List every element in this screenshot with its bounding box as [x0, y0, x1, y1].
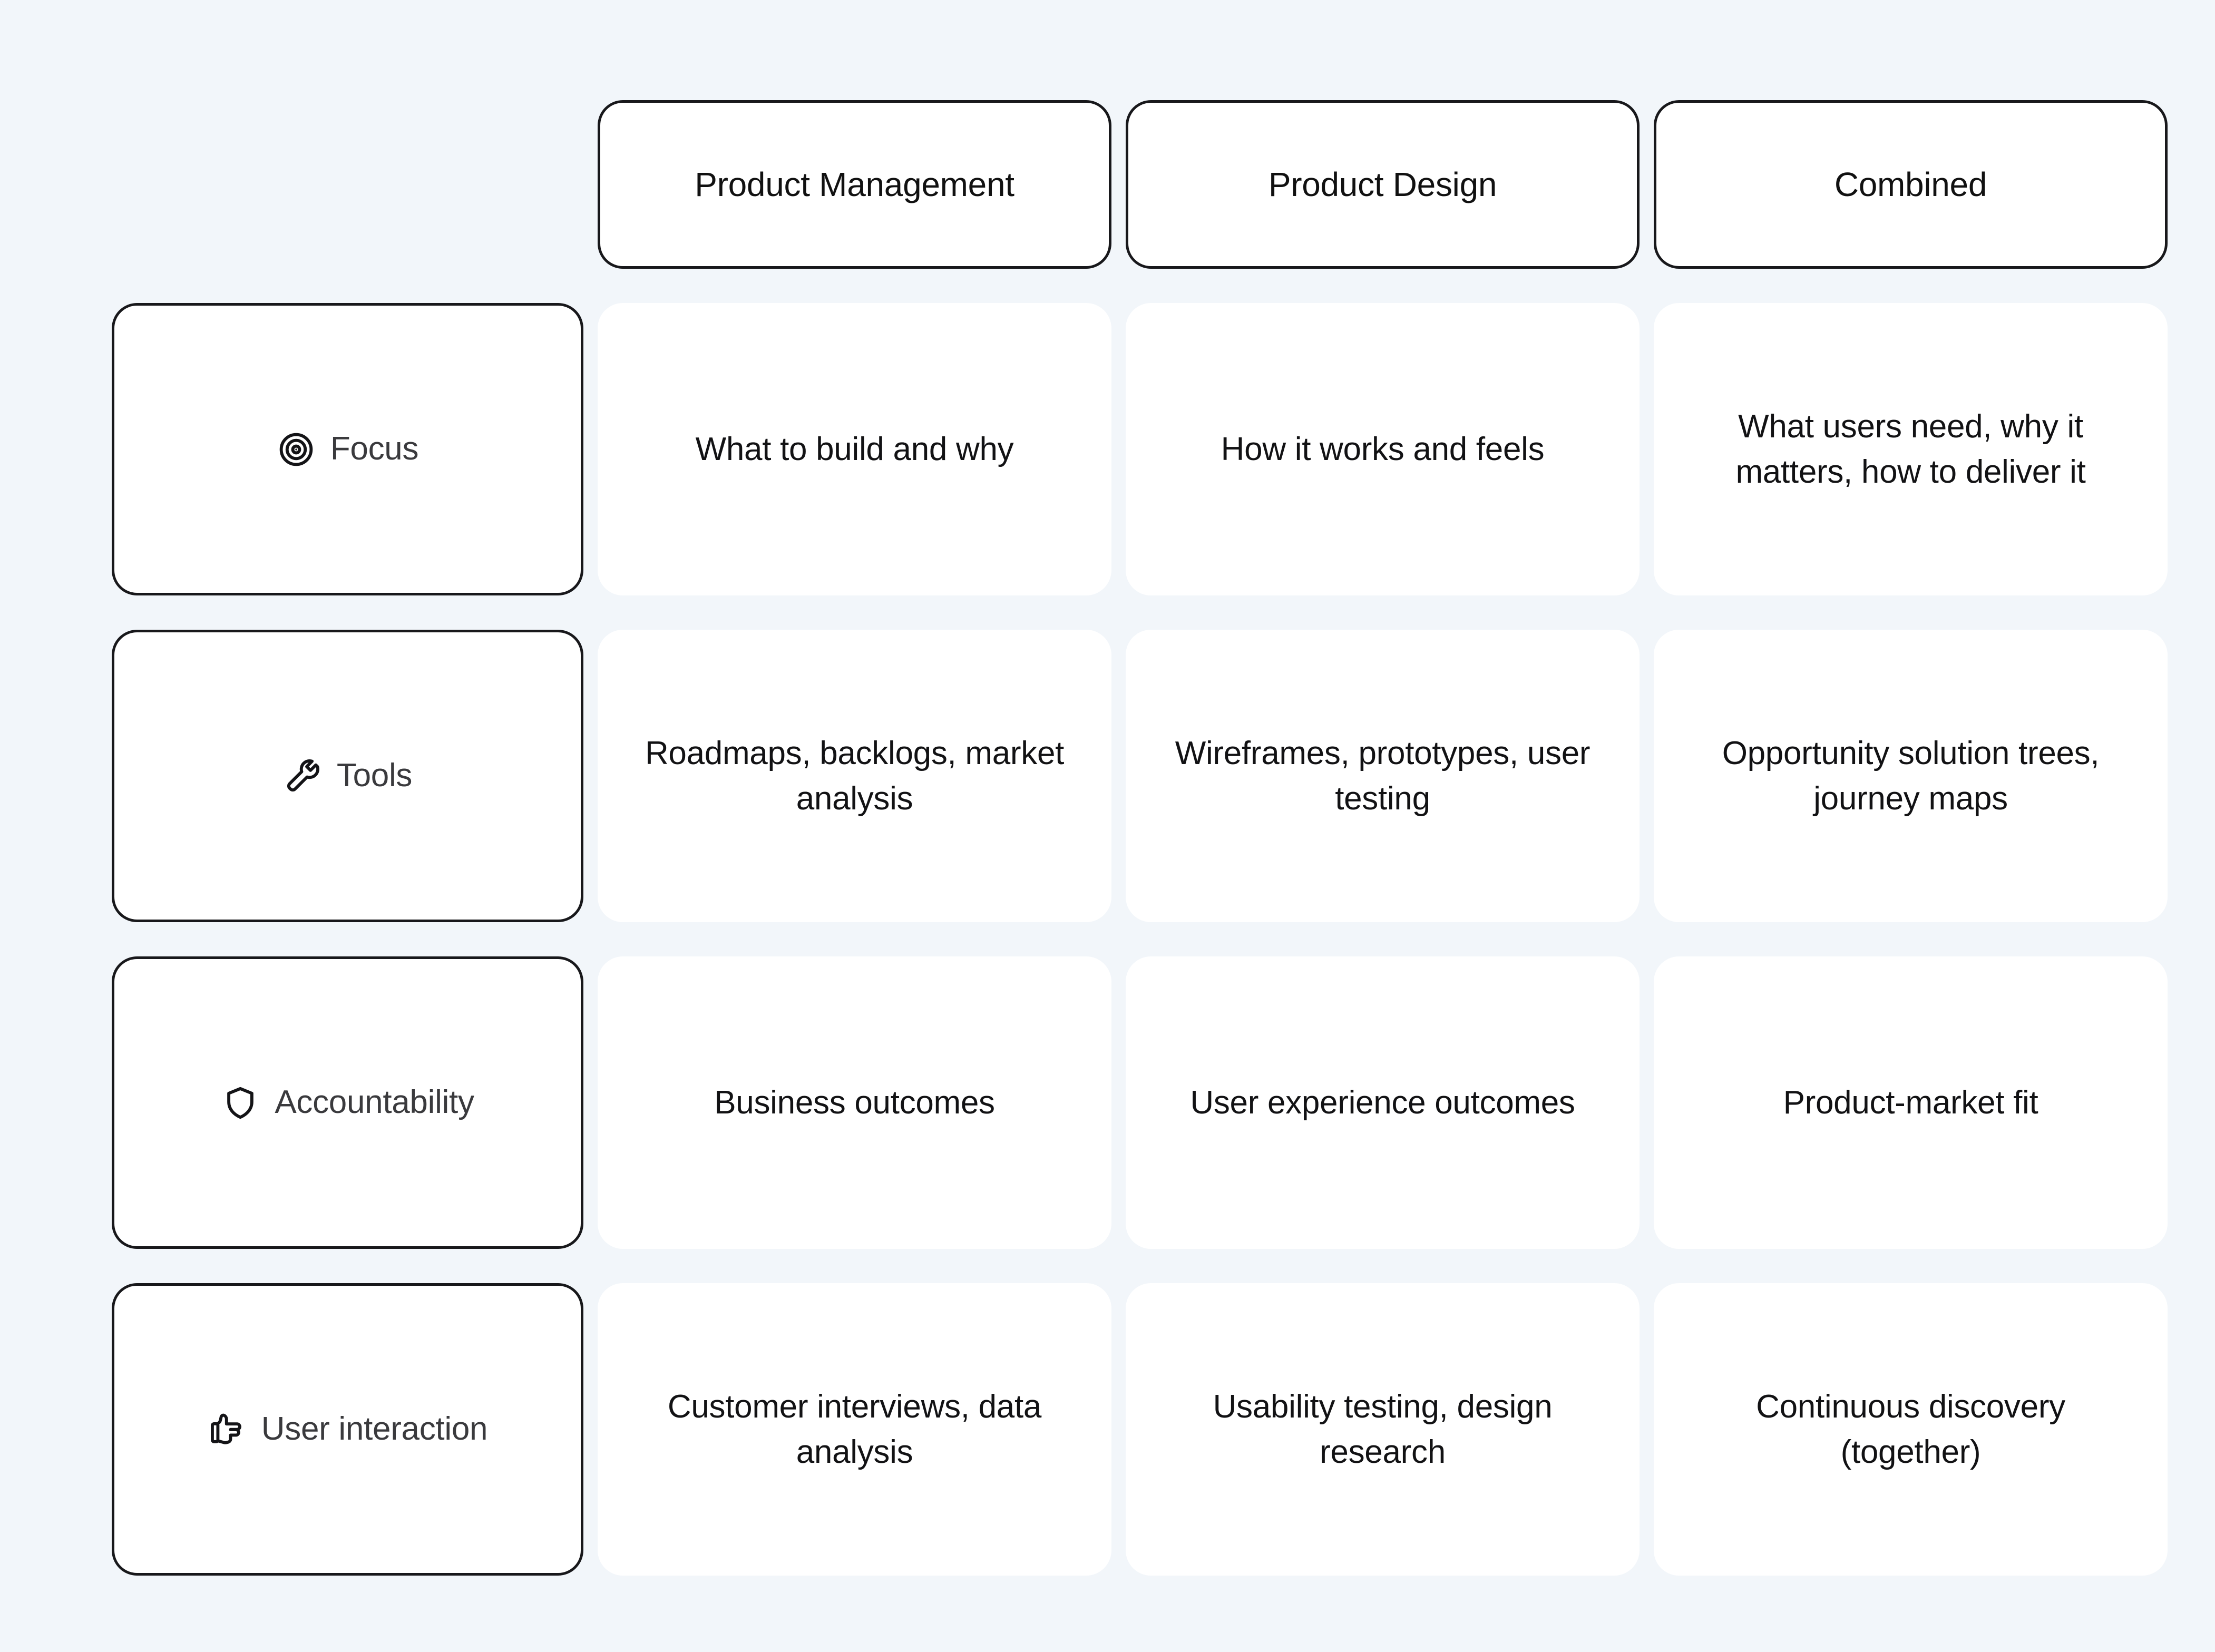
row-header-accountability[interactable]: Accountability — [112, 956, 583, 1249]
row-header-tools[interactable]: Tools — [112, 630, 583, 922]
wrench-icon — [283, 757, 322, 796]
cell-accountability-product-management[interactable]: Business outcomes — [598, 956, 1111, 1249]
cell-user-interaction-product-design[interactable]: Usability testing, design research — [1126, 1283, 1640, 1576]
cell-text: User experience outcomes — [1190, 1084, 1575, 1121]
hand-pointing-icon — [208, 1410, 247, 1449]
column-header-product-management[interactable]: Product Management — [598, 100, 1111, 269]
row-header-label: Tools — [336, 757, 413, 794]
matrix-corner-spacer — [112, 100, 583, 269]
cell-text: Business outcomes — [714, 1084, 995, 1121]
cell-text: Product-market fit — [1783, 1084, 2038, 1121]
column-header-label: Combined — [1834, 165, 1987, 203]
target-icon — [277, 430, 316, 469]
row-header-focus[interactable]: Focus — [112, 303, 583, 595]
cell-text: Continuous discovery (together) — [1756, 1388, 2065, 1470]
cell-tools-product-management[interactable]: Roadmaps, backlogs, market analysis — [598, 630, 1111, 922]
cell-user-interaction-product-management[interactable]: Customer interviews, data analysis — [598, 1283, 1111, 1576]
column-header-combined[interactable]: Combined — [1654, 100, 2168, 269]
cell-accountability-product-design[interactable]: User experience outcomes — [1126, 956, 1640, 1249]
cell-tools-combined[interactable]: Opportunity solution trees, journey maps — [1654, 630, 2168, 922]
cell-text: Customer interviews, data analysis — [667, 1388, 1042, 1470]
cell-text: Wireframes, prototypes, user testing — [1175, 735, 1590, 817]
cell-accountability-combined[interactable]: Product-market fit — [1654, 956, 2168, 1249]
row-header-user-interaction[interactable]: User interaction — [112, 1283, 583, 1576]
row-header-label: Accountability — [275, 1084, 474, 1121]
cell-tools-product-design[interactable]: Wireframes, prototypes, user testing — [1126, 630, 1640, 922]
column-header-label: Product Design — [1268, 165, 1497, 203]
column-header-label: Product Management — [695, 165, 1014, 203]
shield-icon — [221, 1083, 260, 1122]
cell-text: Usability testing, design research — [1213, 1388, 1553, 1470]
cell-user-interaction-combined[interactable]: Continuous discovery (together) — [1654, 1283, 2168, 1576]
cell-text: Roadmaps, backlogs, market analysis — [645, 735, 1065, 817]
column-header-product-design[interactable]: Product Design — [1126, 100, 1640, 269]
cell-focus-product-management[interactable]: What to build and why — [598, 303, 1111, 595]
cell-text: What to build and why — [695, 431, 1014, 467]
row-header-label: Focus — [330, 431, 419, 467]
cell-text: How it works and feels — [1221, 431, 1545, 467]
cell-text: Opportunity solution trees, journey maps — [1722, 735, 2100, 817]
cell-focus-product-design[interactable]: How it works and feels — [1126, 303, 1640, 595]
cell-focus-combined[interactable]: What users need, why it matters, how to … — [1654, 303, 2168, 595]
row-header-label: User interaction — [261, 1411, 488, 1448]
cell-text: What users need, why it matters, how to … — [1735, 408, 2086, 490]
